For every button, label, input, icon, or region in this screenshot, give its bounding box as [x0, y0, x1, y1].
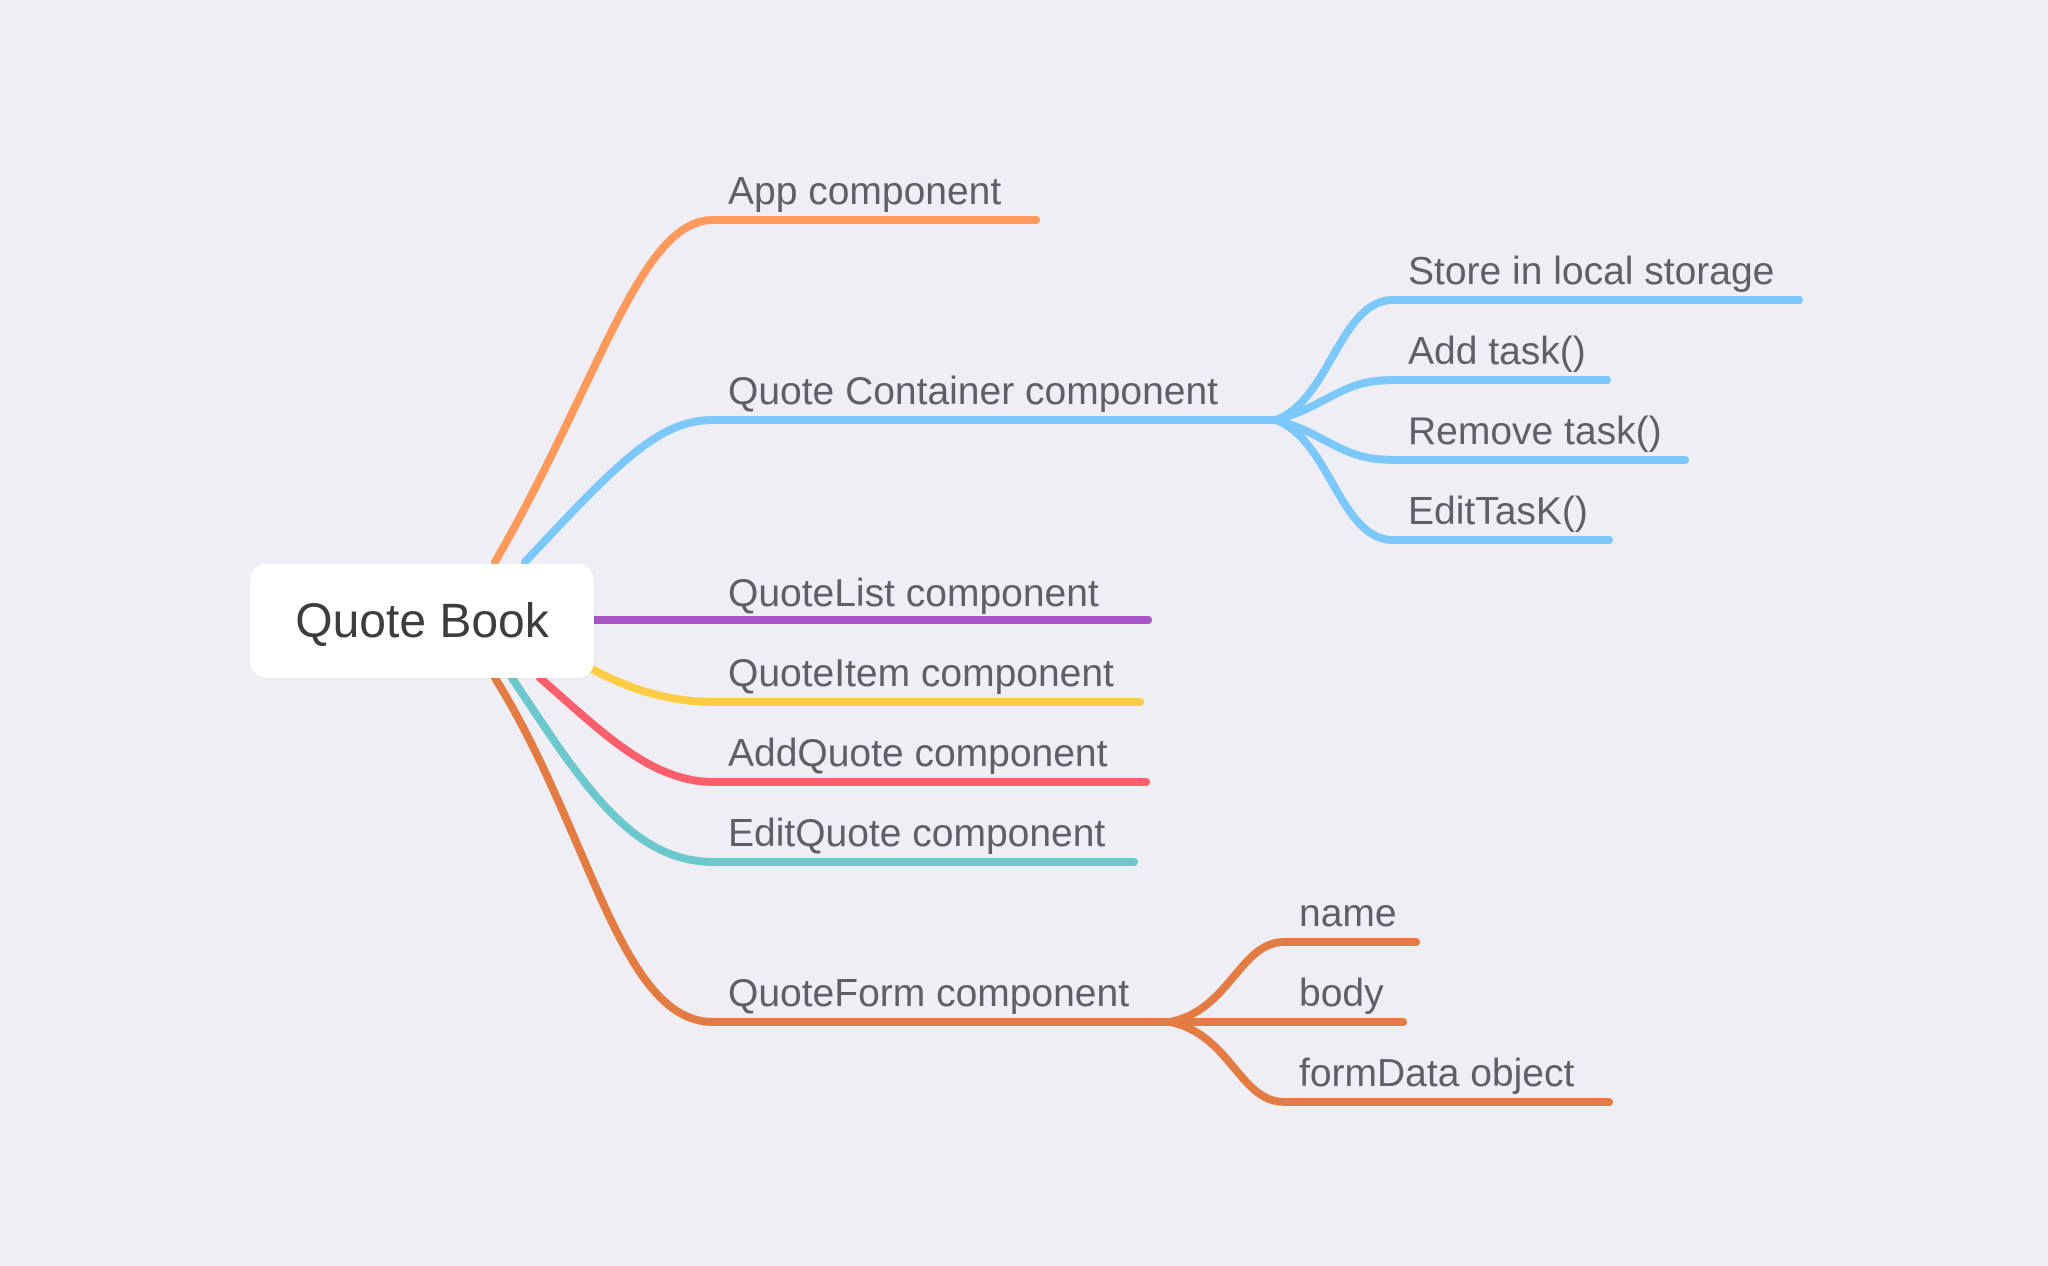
edge-editquote-component — [508, 674, 1138, 866]
branch-quoteform-component[interactable]: QuoteForm component — [728, 972, 1130, 1015]
child-name[interactable]: name — [1299, 892, 1397, 935]
edge-addquote-component — [536, 674, 1150, 786]
edge-name — [1166, 938, 1420, 1026]
child-remove-task[interactable]: Remove task() — [1408, 410, 1662, 453]
edge-quoteform-component — [491, 674, 1174, 1026]
branch-quoteitem-component[interactable]: QuoteItem component — [728, 652, 1114, 695]
edge-store-in-local-storage — [1272, 296, 1803, 424]
edge-formdata-object — [1166, 1018, 1613, 1106]
branch-app-component[interactable]: App component — [728, 170, 1002, 213]
edge-quote-container-component — [521, 416, 1280, 566]
edge-quoteitem-component — [586, 664, 1144, 706]
branch-quotelist-component[interactable]: QuoteList component — [728, 572, 1099, 615]
child-store-in-local-storage[interactable]: Store in local storage — [1408, 250, 1775, 293]
child-edit-task[interactable]: EditTasK() — [1408, 490, 1588, 533]
child-formdata-object[interactable]: formData object — [1299, 1052, 1575, 1095]
branch-quote-container-component[interactable]: Quote Container component — [728, 370, 1218, 413]
child-body[interactable]: body — [1299, 972, 1384, 1015]
edge-edit-task — [1272, 416, 1613, 544]
root-node[interactable]: Quote Book — [250, 564, 594, 678]
edge-app-component — [491, 216, 1040, 566]
child-add-task[interactable]: Add task() — [1408, 330, 1586, 373]
root-node-label: Quote Book — [295, 594, 549, 648]
branch-editquote-component[interactable]: EditQuote component — [728, 812, 1106, 855]
edge-add-task — [1272, 376, 1611, 424]
branch-addquote-component[interactable]: AddQuote component — [728, 732, 1108, 775]
